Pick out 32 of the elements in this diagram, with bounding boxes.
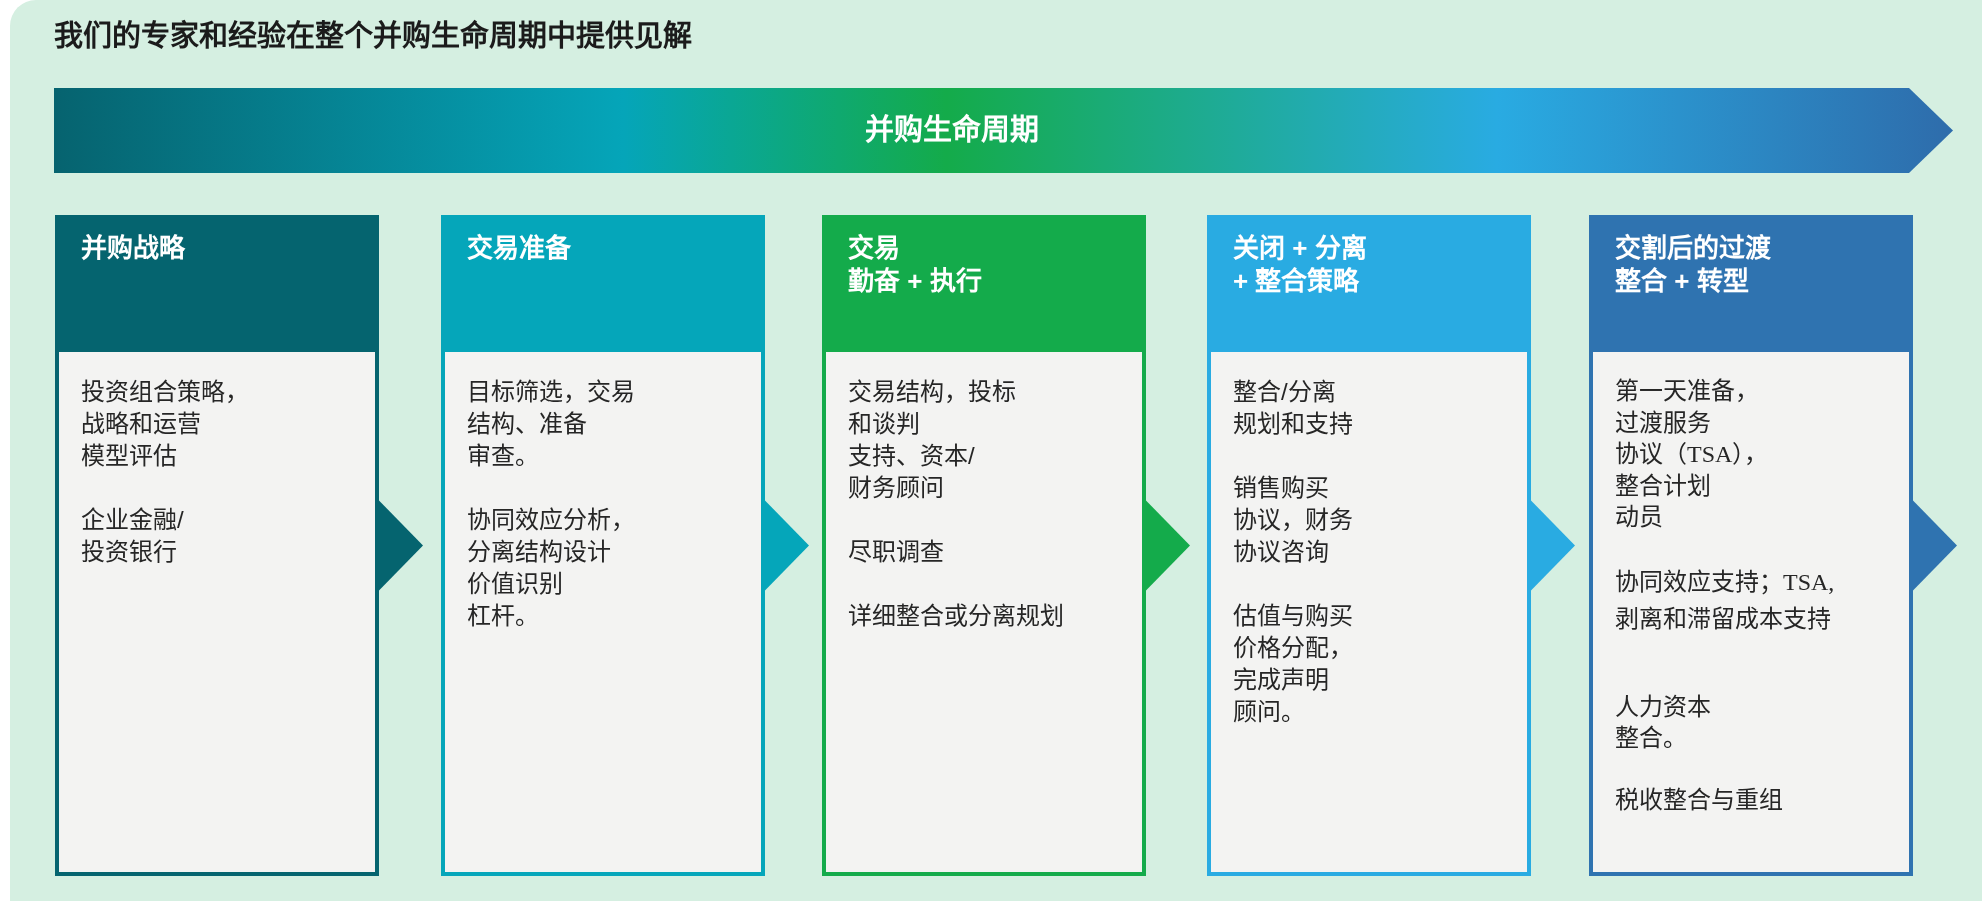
phase-description: 投资组合策略，战略和运营模型评估 [81, 377, 249, 471]
phase-description: 人力资本整合。 [1615, 692, 1711, 753]
phase-heading: 交易勤奋 + 执行 [848, 232, 982, 297]
phase-column [441, 215, 765, 876]
chevron-arrow [379, 500, 423, 591]
phase-description: 协同效应分析，分离结构设计价值识别杠杆。 [467, 505, 635, 631]
phase-heading: 并购战略 [81, 232, 185, 265]
banner-title: 并购生命周期 [865, 113, 1039, 148]
phase-description: 第一天准备，过渡服务协议（TSA），整合计划动员 [1615, 377, 1769, 532]
phase-description: 销售购买协议，财务协议咨询 [1233, 473, 1353, 567]
phase-heading: 关闭 + 分离 + 整合策略 [1233, 232, 1367, 297]
phase-description: 估值与购买价格分配，完成声明顾问。 [1233, 601, 1353, 727]
phase-heading: 交易准备 [467, 232, 571, 265]
phase-column [55, 215, 379, 876]
chevron-arrow [1913, 500, 1957, 591]
phase-column [1589, 215, 1913, 876]
chevron-arrow [1146, 500, 1190, 591]
phase-description: 整合/分离规划和支持 [1233, 377, 1353, 439]
phase-column [822, 215, 1146, 876]
phase-description: 交易结构，投标和谈判支持、资本/财务顾问 [848, 377, 1016, 503]
phase-description: 税收整合与重组 [1615, 785, 1783, 815]
lifecycle-arrow-banner [54, 88, 1953, 173]
phase-heading: 交割后的过渡整合 + 转型 [1615, 232, 1771, 297]
diagram-title: 我们的专家和经验在整个并购生命周期中提供见解 [54, 19, 692, 54]
phase-description: 协同效应支持；TSA,剥离和滞留成本支持 [1615, 567, 1835, 634]
chevron-arrow [765, 500, 809, 591]
phase-description: 尽职调查 [848, 537, 944, 567]
phase-description: 目标筛选，交易结构、准备审查。 [467, 377, 635, 471]
phase-column [1207, 215, 1531, 876]
phase-description: 详细整合或分离规划 [848, 601, 1064, 631]
phase-description: 企业金融/投资银行 [81, 505, 184, 567]
chevron-arrow [1531, 500, 1575, 591]
